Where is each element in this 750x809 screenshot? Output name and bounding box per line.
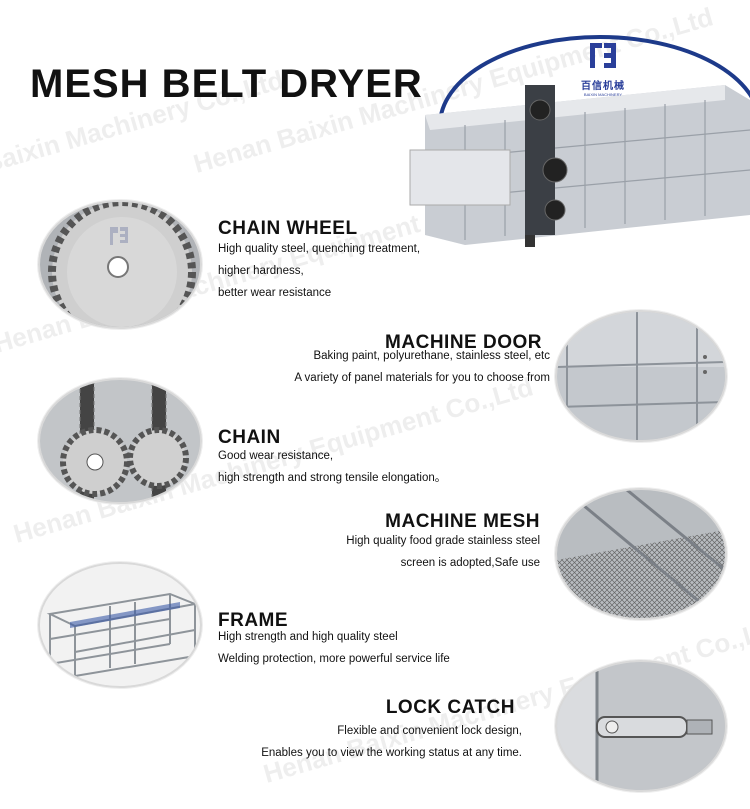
desc-line: better wear resistance [218, 287, 332, 299]
logo-text: 百信机械 [581, 81, 625, 92]
desc-line: Good wear resistance, [218, 450, 334, 462]
brand-logo: 百信机械 BAIXIN MACHINERY [570, 40, 636, 97]
section-title-machine-door: MACHINE DOOR [385, 332, 542, 353]
page-title: MESH BELT DRYER [30, 62, 423, 106]
section-desc-frame: High strength and high quality steel Wel… [218, 626, 450, 670]
desc-line: Enables you to view the working status a… [261, 747, 522, 759]
desc-line: High quality steel, quenching treatment, [218, 243, 421, 255]
desc-line: screen is adopted,Safe use [400, 557, 540, 569]
desc-line: higher hardness, [218, 265, 304, 277]
desc-line: Baking paint, polyurethane, stainless st… [313, 350, 550, 362]
desc-line: Flexible and convenient lock design, [337, 725, 522, 737]
section-title-chain: CHAIN [218, 427, 281, 448]
section-title-machine-mesh: MACHINE MESH [385, 511, 540, 532]
machine-mesh-image [555, 488, 727, 620]
desc-line: high strength and strong tensile elongat… [218, 472, 447, 484]
desc-line: A variety of panel materials for you to … [294, 372, 550, 384]
section-desc-machine-door: Baking paint, polyurethane, stainless st… [294, 345, 550, 389]
hero-machine-image [409, 35, 750, 247]
chain-wheel-image [38, 200, 202, 329]
section-desc-chain-wheel: High quality steel, quenching treatment,… [218, 238, 420, 304]
chain-image [38, 378, 202, 504]
desc-line: High quality food grade stainless steel [346, 535, 540, 547]
section-desc-chain: Good wear resistance, high strength and … [218, 445, 446, 489]
logo-subtext: BAIXIN MACHINERY [583, 92, 623, 97]
section-title-frame: FRAME [218, 610, 289, 631]
section-desc-lock-catch: Flexible and convenient lock design, Ena… [261, 720, 522, 764]
desc-line: Welding protection, more powerful servic… [218, 653, 450, 665]
section-desc-machine-mesh: High quality food grade stainless steel … [346, 530, 540, 574]
section-title-chain-wheel: CHAIN WHEEL [218, 218, 358, 239]
lock-catch-image [555, 660, 727, 792]
machine-door-image [555, 310, 727, 442]
desc-line: High strength and high quality steel [218, 631, 398, 643]
baixin-logo-icon [590, 43, 616, 68]
section-title-lock-catch: LOCK CATCH [385, 697, 515, 718]
frame-image [38, 562, 202, 688]
